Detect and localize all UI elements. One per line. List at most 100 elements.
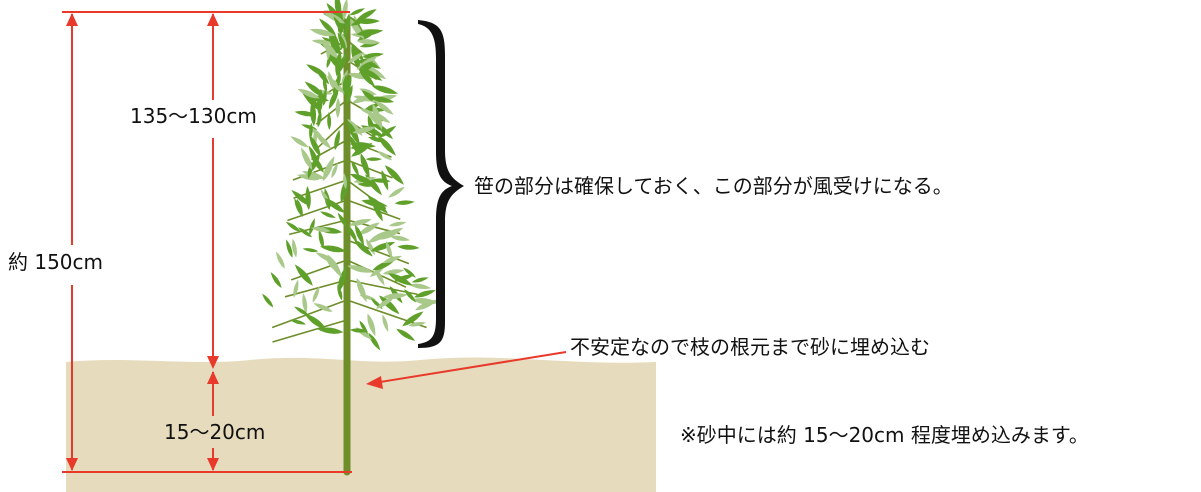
bamboo-branch bbox=[315, 99, 348, 125]
upper-part-label: 135〜130cm bbox=[130, 104, 257, 128]
total-bottom-arrowhead bbox=[66, 458, 78, 471]
bamboo-leaf bbox=[382, 255, 402, 264]
bamboo-leaf bbox=[349, 328, 369, 333]
bamboo-leaf bbox=[305, 185, 311, 211]
bamboo-leaf bbox=[292, 238, 297, 258]
bamboo-branch bbox=[271, 299, 348, 329]
bamboo-leaf bbox=[396, 328, 416, 341]
arrow-note: 不安定なので枝の根元まで砂に埋め込む bbox=[570, 335, 930, 359]
bamboo-leaf bbox=[361, 199, 388, 207]
bamboo-leaf bbox=[360, 153, 370, 179]
bamboo-leaf bbox=[379, 125, 397, 138]
bamboo-leaf bbox=[397, 244, 420, 250]
bamboo-leaf bbox=[355, 224, 364, 246]
bamboo-leaf bbox=[367, 313, 376, 337]
bamboo-leaf bbox=[297, 88, 320, 99]
bamboo-leaf bbox=[322, 11, 346, 24]
bamboo-leaf bbox=[310, 152, 324, 173]
bamboo-leaf bbox=[388, 186, 405, 198]
bamboo-leaf bbox=[304, 81, 325, 98]
upper-top-arrowhead bbox=[207, 13, 219, 26]
bamboo-leaf bbox=[371, 123, 389, 133]
bamboo-leaf bbox=[355, 8, 377, 21]
bamboo-leaf bbox=[301, 171, 326, 180]
bamboo-leaf bbox=[365, 157, 383, 161]
bamboo-leaf bbox=[381, 170, 389, 191]
bamboo-leaf bbox=[368, 332, 381, 351]
bamboo-leaf bbox=[262, 293, 274, 308]
bamboo-leaf bbox=[327, 50, 338, 68]
bamboo-leaf bbox=[302, 293, 308, 314]
bamboo-leaf bbox=[385, 165, 404, 185]
bamboo-leaf bbox=[409, 283, 432, 290]
pointer-line bbox=[379, 351, 567, 383]
bamboo-leaf bbox=[354, 18, 380, 25]
bamboo-leaf bbox=[361, 68, 383, 81]
bamboo-leaf bbox=[403, 267, 416, 278]
bamboo-leaf bbox=[347, 120, 360, 146]
bamboo-leaf bbox=[337, 284, 343, 301]
bamboo-leaf bbox=[356, 278, 367, 303]
bamboo-leaf bbox=[379, 295, 400, 315]
bamboo-leaf bbox=[309, 122, 313, 139]
bamboo-branch bbox=[346, 199, 401, 220]
bamboo-leaf bbox=[411, 277, 429, 283]
bamboo-leaf bbox=[382, 269, 405, 275]
bamboo-leaf bbox=[375, 100, 394, 115]
bamboo-leaf bbox=[319, 211, 336, 219]
bamboo-leaf bbox=[347, 265, 374, 273]
bamboo-leaf bbox=[285, 221, 301, 232]
bamboo-leaf bbox=[311, 39, 332, 45]
bamboo-leaf bbox=[356, 29, 384, 36]
bamboo-leaf bbox=[317, 109, 322, 128]
bamboo-leaf bbox=[276, 251, 285, 269]
bamboo-leaf bbox=[340, 31, 347, 49]
footnote: ※砂中には約 15〜20cm 程度埋め込みます。 bbox=[680, 423, 1089, 447]
bamboo-leaf bbox=[361, 90, 382, 106]
bamboo-leaf bbox=[294, 306, 309, 316]
bamboo-leaf bbox=[304, 313, 327, 330]
bamboo-leaf bbox=[385, 241, 393, 260]
bamboo-leaf bbox=[351, 160, 360, 177]
bamboo-leaf bbox=[377, 151, 393, 161]
bamboo-branch bbox=[272, 319, 348, 343]
bamboo-leaf bbox=[290, 136, 309, 148]
bamboo-leaf bbox=[368, 136, 387, 143]
bamboo-leaf bbox=[300, 147, 313, 170]
bamboo-leaf bbox=[309, 28, 336, 37]
bamboo-leaf bbox=[342, 74, 348, 96]
bamboo-leaf bbox=[357, 182, 375, 187]
bamboo-leaf bbox=[312, 286, 320, 303]
bamboo-leaf bbox=[302, 92, 321, 109]
bamboo-leaf bbox=[369, 96, 395, 103]
bamboo-leaf bbox=[382, 293, 408, 300]
bamboo-leaf bbox=[337, 32, 346, 51]
bamboo-branch bbox=[293, 179, 348, 200]
bamboo-leaf bbox=[327, 112, 332, 130]
bamboo-leaf bbox=[367, 230, 392, 243]
bamboo-leaf bbox=[382, 314, 389, 333]
bamboo-leaf bbox=[327, 40, 342, 51]
bamboo-leaf bbox=[341, 69, 348, 86]
bamboo-leaf bbox=[293, 279, 299, 298]
bamboo-leaf bbox=[371, 85, 399, 94]
bamboo-leaf bbox=[313, 303, 333, 312]
bamboo-leaf bbox=[342, 0, 348, 21]
bamboo-branch bbox=[315, 119, 348, 150]
bamboo-leaf bbox=[408, 321, 427, 327]
bamboo-leaf bbox=[345, 74, 352, 96]
bamboo-leaf bbox=[362, 52, 384, 59]
bamboo-leaf bbox=[359, 88, 377, 95]
bamboo-leaf bbox=[378, 227, 404, 240]
total-top-arrowhead bbox=[66, 13, 78, 26]
bamboo-leaf bbox=[359, 108, 376, 116]
bamboo-leaf bbox=[309, 218, 315, 236]
bamboo-leaf bbox=[414, 290, 436, 298]
bamboo-leaf bbox=[347, 225, 358, 243]
bamboo-leaf bbox=[353, 95, 375, 102]
bamboo-leaf bbox=[388, 273, 413, 286]
bamboo-leaf bbox=[286, 239, 293, 258]
upper-bottom-arrowhead bbox=[207, 356, 219, 369]
bamboo-leaf bbox=[347, 52, 365, 64]
buried-part-label: 15〜20cm bbox=[160, 420, 270, 444]
